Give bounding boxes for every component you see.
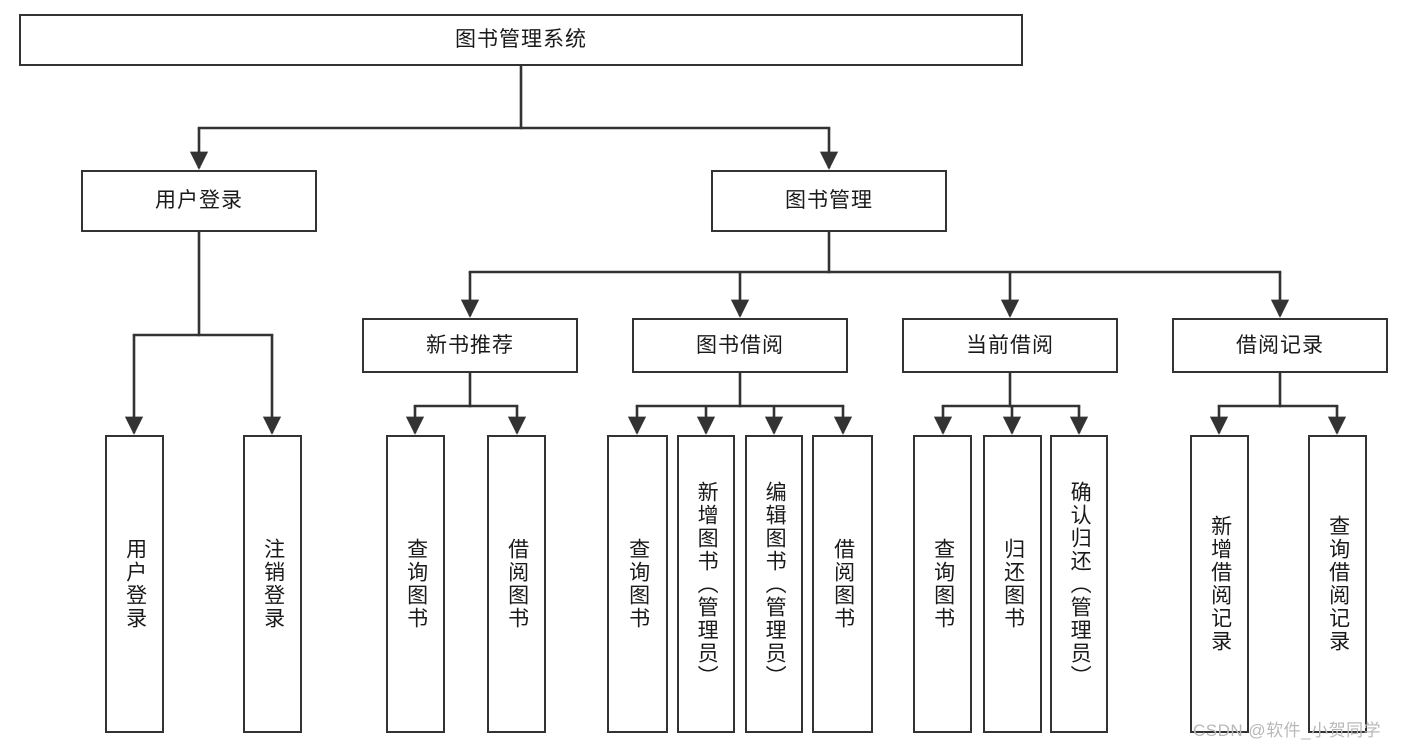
leaf-query-borrow-record[interactable]: 查询借阅记录	[1308, 435, 1367, 733]
leaf-borrow-book-recommend[interactable]: 借阅图书	[487, 435, 546, 733]
leaf-add-book-admin[interactable]: 新增图书（管理员）	[677, 435, 735, 733]
node-borrow-record[interactable]: 借阅记录	[1172, 318, 1388, 373]
node-user-login[interactable]: 用户登录	[81, 170, 317, 232]
node-book-borrow[interactable]: 图书借阅	[632, 318, 848, 373]
node-book-manage[interactable]: 图书管理	[711, 170, 947, 232]
node-root[interactable]: 图书管理系统	[19, 14, 1023, 66]
leaf-query-book-current[interactable]: 查询图书	[913, 435, 972, 733]
leaf-return-book[interactable]: 归还图书	[983, 435, 1042, 733]
leaf-edit-book-admin[interactable]: 编辑图书（管理员）	[745, 435, 803, 733]
leaf-query-book-recommend[interactable]: 查询图书	[386, 435, 445, 733]
leaf-confirm-return-admin[interactable]: 确认归还（管理员）	[1050, 435, 1108, 733]
leaf-query-book-borrow[interactable]: 查询图书	[607, 435, 668, 733]
csdn-watermark: CSDN @软件_小贺同学	[1193, 721, 1382, 740]
leaf-logout-login[interactable]: 注销登录	[243, 435, 302, 733]
leaf-add-borrow-record[interactable]: 新增借阅记录	[1190, 435, 1249, 733]
node-current-borrow[interactable]: 当前借阅	[902, 318, 1118, 373]
leaf-user-login[interactable]: 用户登录	[105, 435, 164, 733]
node-new-book-recommend[interactable]: 新书推荐	[362, 318, 578, 373]
leaf-borrow-book[interactable]: 借阅图书	[812, 435, 873, 733]
